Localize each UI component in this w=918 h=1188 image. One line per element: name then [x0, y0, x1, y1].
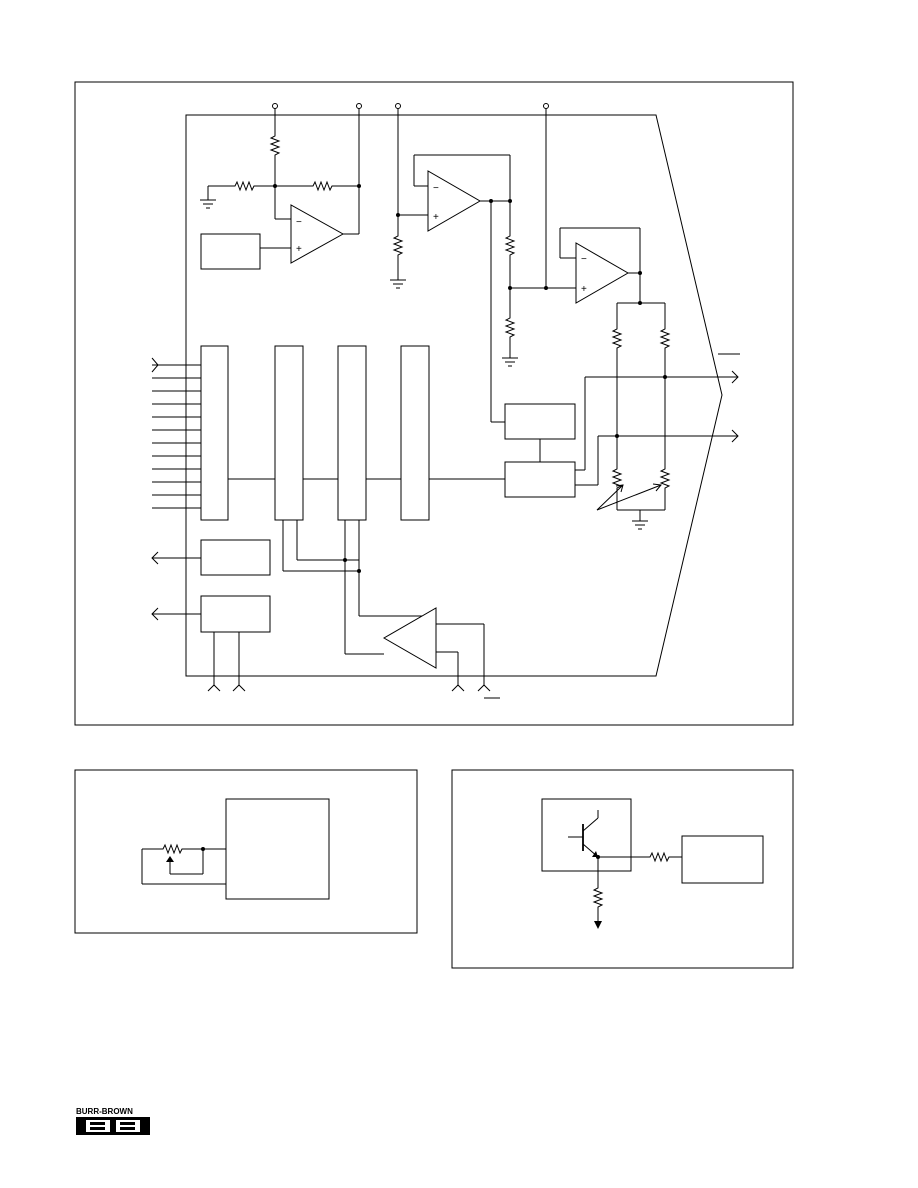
pin-arrow-icon	[451, 684, 465, 692]
bottom-right-frame	[451, 769, 794, 969]
opamp-plus-sign: +	[581, 284, 587, 295]
resistor	[310, 180, 335, 192]
trim-arrow-icon	[615, 484, 624, 493]
output-opamp	[575, 242, 630, 304]
pin-arrow-icon	[232, 684, 246, 692]
reference-opamp	[290, 204, 345, 264]
pin-arrow-icon	[477, 684, 491, 692]
top-supply-pins	[272, 103, 549, 288]
trim-potentiometer	[160, 843, 185, 855]
data-input-section	[151, 345, 505, 521]
resistor	[611, 326, 623, 351]
output-amp-section: − +	[510, 227, 740, 530]
wiper-arrow-icon	[166, 856, 174, 862]
lower-logic-section	[151, 520, 500, 699]
comparator-buffer	[382, 607, 437, 669]
reference-block	[200, 233, 261, 270]
resistor	[659, 326, 671, 351]
dac-package-block	[225, 798, 330, 900]
logo-brand-text: BURR-BROWN	[76, 1107, 133, 1116]
opamp-plus-sign: +	[296, 244, 302, 255]
input-buffer-block	[200, 345, 229, 521]
bottom-left-figure	[74, 769, 418, 934]
input-latch-block	[274, 345, 304, 521]
resistor	[232, 180, 257, 192]
resistor	[269, 132, 281, 158]
bottom-right-figure	[451, 769, 794, 969]
status-output-block	[200, 539, 271, 576]
chip-package-outline	[185, 114, 723, 677]
buffer-opamp	[427, 170, 482, 232]
load-block	[681, 835, 764, 884]
resistor	[647, 851, 672, 863]
burr-brown-logo: BURR-BROWN	[76, 1107, 150, 1135]
buffer-amp-section: − +	[390, 154, 518, 423]
output-arrow-icon	[151, 607, 159, 621]
control-blocks	[504, 377, 599, 498]
output-arrow-icon	[151, 551, 159, 565]
dac-switch-block	[504, 461, 576, 498]
main-block-diagram: − + − +	[74, 81, 794, 726]
transistor-package-block	[541, 798, 632, 872]
down-arrow-icon	[594, 921, 602, 929]
resistor	[504, 315, 516, 340]
reference-amp-section: − +	[200, 132, 361, 270]
control-logic-block	[504, 403, 576, 440]
opamp-minus-sign: −	[581, 254, 587, 265]
opamp-minus-sign: −	[433, 183, 439, 194]
resistor	[592, 885, 604, 910]
output-arrow-icon	[731, 370, 739, 384]
opamp-minus-sign: −	[296, 217, 302, 228]
main-figure-frame	[74, 81, 794, 726]
pin-arrow-icon	[207, 684, 221, 692]
trim-arrow-icon	[652, 483, 662, 492]
trim-resistor	[659, 466, 671, 491]
resistor	[504, 233, 516, 258]
output-arrow-icon	[731, 429, 739, 443]
dac-switches-block	[400, 345, 430, 521]
bottom-left-frame	[74, 769, 418, 934]
resistor	[392, 233, 404, 258]
opamp-plus-sign: +	[433, 212, 439, 223]
status-output-block	[200, 595, 271, 633]
trim-resistor	[611, 466, 623, 491]
dac-latch-block	[337, 345, 367, 521]
